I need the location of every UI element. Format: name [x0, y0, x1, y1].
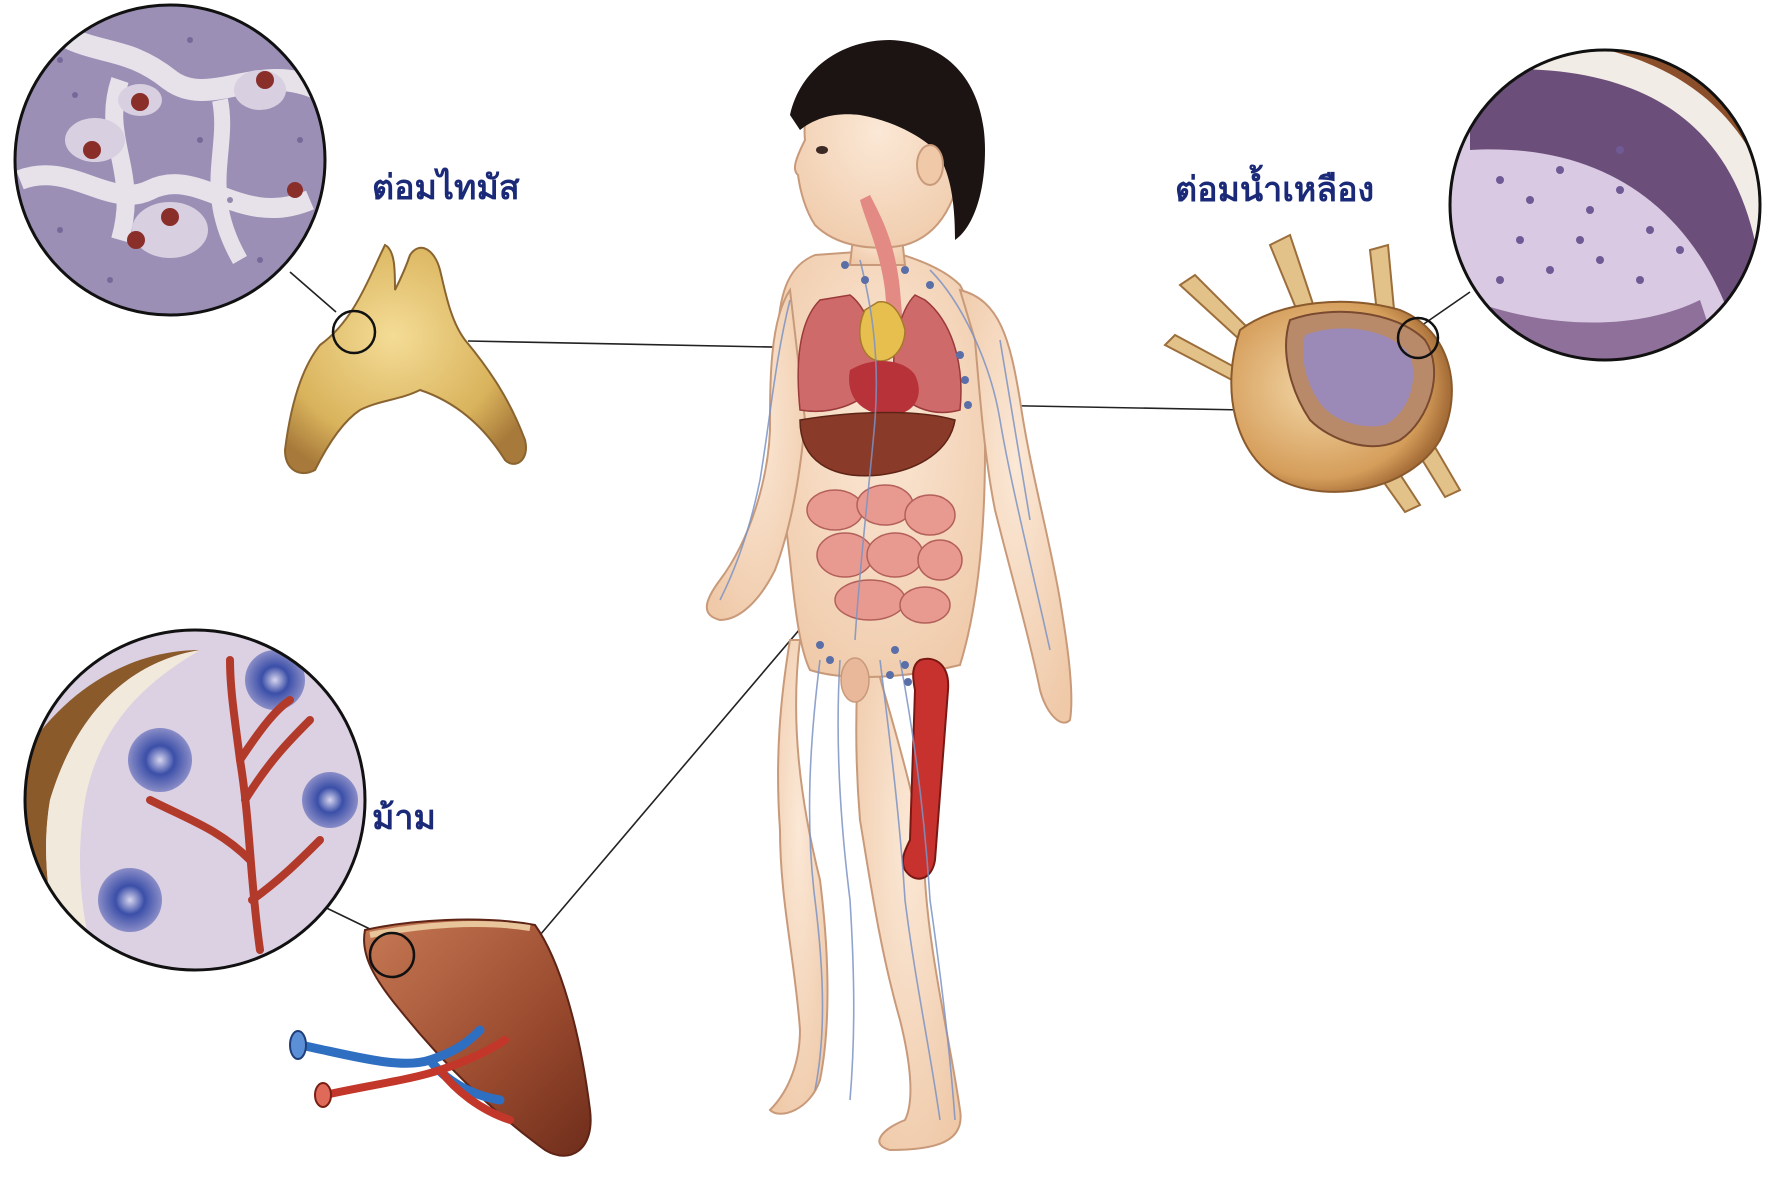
spleen-microscope-view [20, 625, 380, 985]
thymus-organ [285, 245, 526, 473]
spleen-organ [290, 920, 591, 1156]
eye [816, 146, 828, 154]
ear [917, 145, 943, 185]
spleen-label: ม้าม [372, 790, 436, 844]
lymph-node-label: ต่อมน้ำเหลือง [1175, 162, 1374, 216]
child-body-figure [707, 40, 1072, 1150]
thymus-label: ต่อมไทมัส [372, 160, 520, 214]
left-leg [770, 640, 828, 1114]
thymus-magnifier-leader [290, 272, 336, 312]
lymph-node-microscope-view [1450, 9, 1771, 400]
lymph-node-organ [1165, 235, 1460, 512]
thymus-microscope-view [10, 0, 330, 320]
thymus-leader-line [468, 341, 820, 348]
